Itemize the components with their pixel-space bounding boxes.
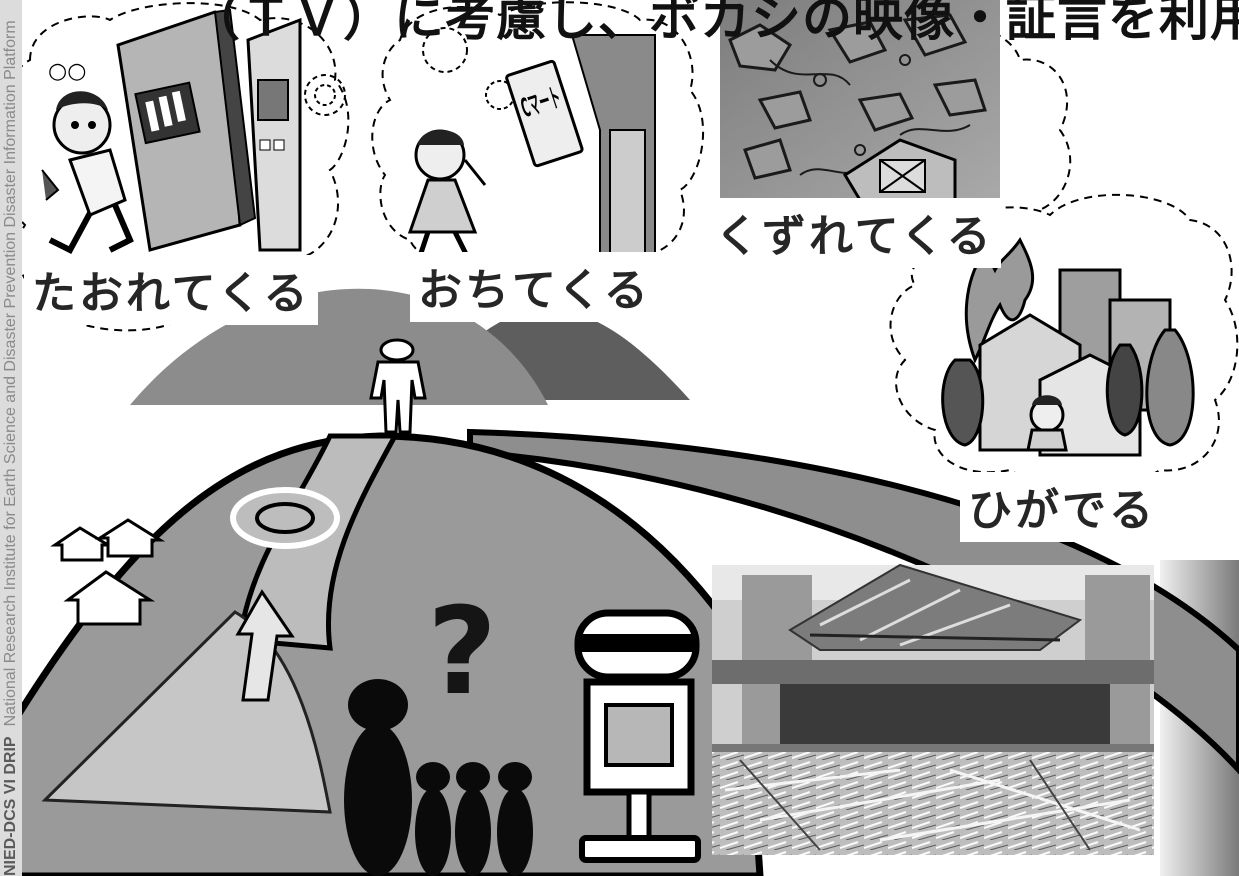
hazard-label-toppling: たおれてくる (24, 255, 319, 325)
sidebar-org: National Research Institute for Earth Sc… (2, 20, 19, 727)
person-on-hilltop-icon (369, 338, 427, 434)
hazard-label-falling: おちてくる (410, 252, 659, 322)
up-arrow-icon (235, 589, 295, 702)
family-silhouettes-icon (344, 679, 533, 876)
bubble-landslide (720, 0, 1072, 242)
svg-text:○○: ○○ (48, 59, 86, 84)
hazard-label-fire: ひがでる (960, 472, 1164, 542)
page-title: （ＴＶ）に考慮し、ボカシの映像・証言を利用 (190, 0, 1239, 47)
target-ring (230, 487, 340, 549)
hazard-label-collapsing: くずれてくる (707, 198, 1002, 268)
sidebar-watermark-text: NIED-DCS VI DRIP National Research Instit… (0, 0, 22, 876)
houses-icon (50, 518, 166, 626)
question-mark: ? (427, 583, 497, 722)
target-ring-inner (255, 502, 315, 534)
bubble-falling-vending-machine: ○○ (4, 2, 350, 332)
sidebar-watermark: NIED-DCS VI DRIP National Research Instit… (0, 0, 22, 876)
disaster-photo (712, 563, 1154, 855)
sidebar-brand: NIED-DCS VI DRIP (2, 736, 19, 876)
bubble-falling-sign: Cマート (371, 1, 704, 274)
evacuation-sign-icon (574, 609, 701, 863)
